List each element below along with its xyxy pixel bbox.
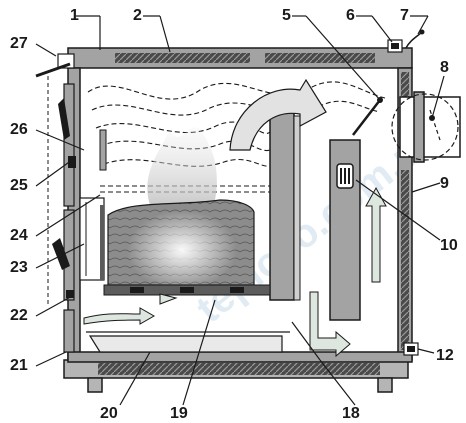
grate (103, 284, 271, 296)
air-flow-arrows (83, 186, 387, 358)
callout-labels: 1 2 5 6 7 8 9 10 12 18 19 20 21 22 23 24… (10, 7, 458, 422)
leader-lines (35, 15, 445, 406)
callout-26: 26 (10, 121, 28, 138)
flue-outlet (391, 91, 461, 163)
callout-20: 20 (100, 405, 118, 422)
callout-6: 6 (346, 7, 355, 24)
firebox-wall (79, 129, 107, 281)
callout-2: 2 (133, 7, 142, 24)
callout-10: 10 (440, 237, 458, 254)
flue-damper (352, 97, 383, 136)
callout-7: 7 (400, 7, 409, 24)
callout-22: 22 (10, 307, 28, 324)
callout-8: 8 (440, 59, 449, 76)
callout-5: 5 (282, 7, 291, 24)
draft-regulator (35, 53, 75, 306)
callout-24: 24 (10, 227, 28, 244)
fuel-load (107, 199, 255, 290)
callout-27: 27 (10, 35, 28, 52)
flow-arrow-top (229, 78, 327, 151)
callout-23: 23 (10, 259, 28, 276)
callout-18: 18 (342, 405, 360, 422)
smoke-plume (147, 127, 217, 205)
callout-12: 12 (436, 347, 454, 364)
heat-exchanger (269, 107, 361, 321)
boiler-base (63, 359, 409, 393)
callout-21: 21 (10, 357, 28, 374)
callout-19: 19 (170, 405, 188, 422)
callout-1: 1 (70, 7, 79, 24)
callout-25: 25 (10, 177, 28, 194)
callout-9: 9 (440, 175, 449, 192)
front-doors (52, 83, 76, 353)
ash-pan (86, 331, 290, 353)
top-fittings (387, 29, 425, 356)
